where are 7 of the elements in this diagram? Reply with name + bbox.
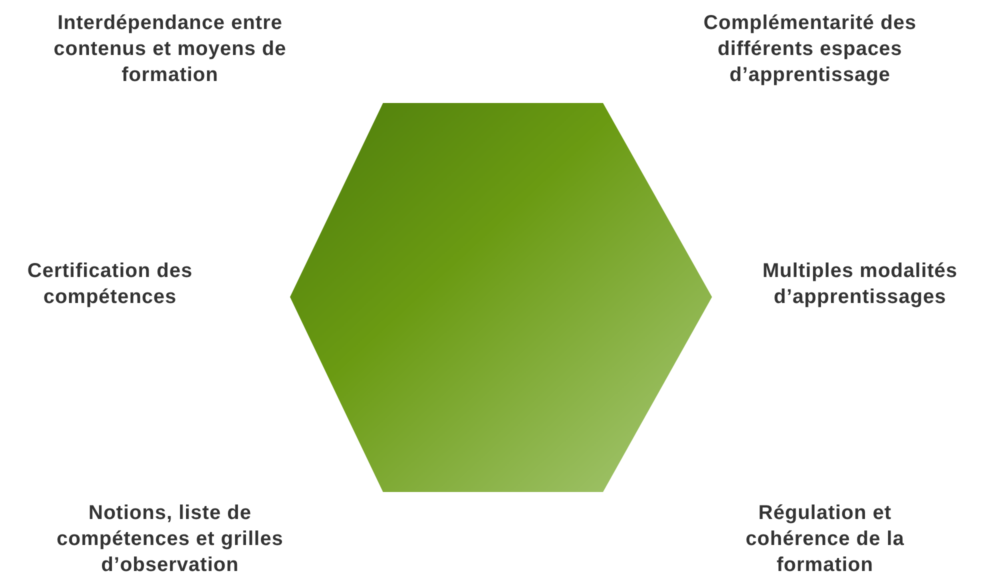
label-text: Certification des compétences [26, 259, 194, 310]
label-text: Interdépendance entre contenus et moyens de formation [52, 11, 288, 88]
hexagon [290, 103, 712, 492]
label-text: Régulation et cohérence de la formation [744, 501, 906, 578]
label-text: Notions, liste de compétences et grilles d’observation [56, 501, 284, 578]
label-text: Multiples modalités d’apprentissages [761, 259, 959, 310]
label-text: Complémentarité des différents espaces d’apprentissage [702, 11, 918, 88]
